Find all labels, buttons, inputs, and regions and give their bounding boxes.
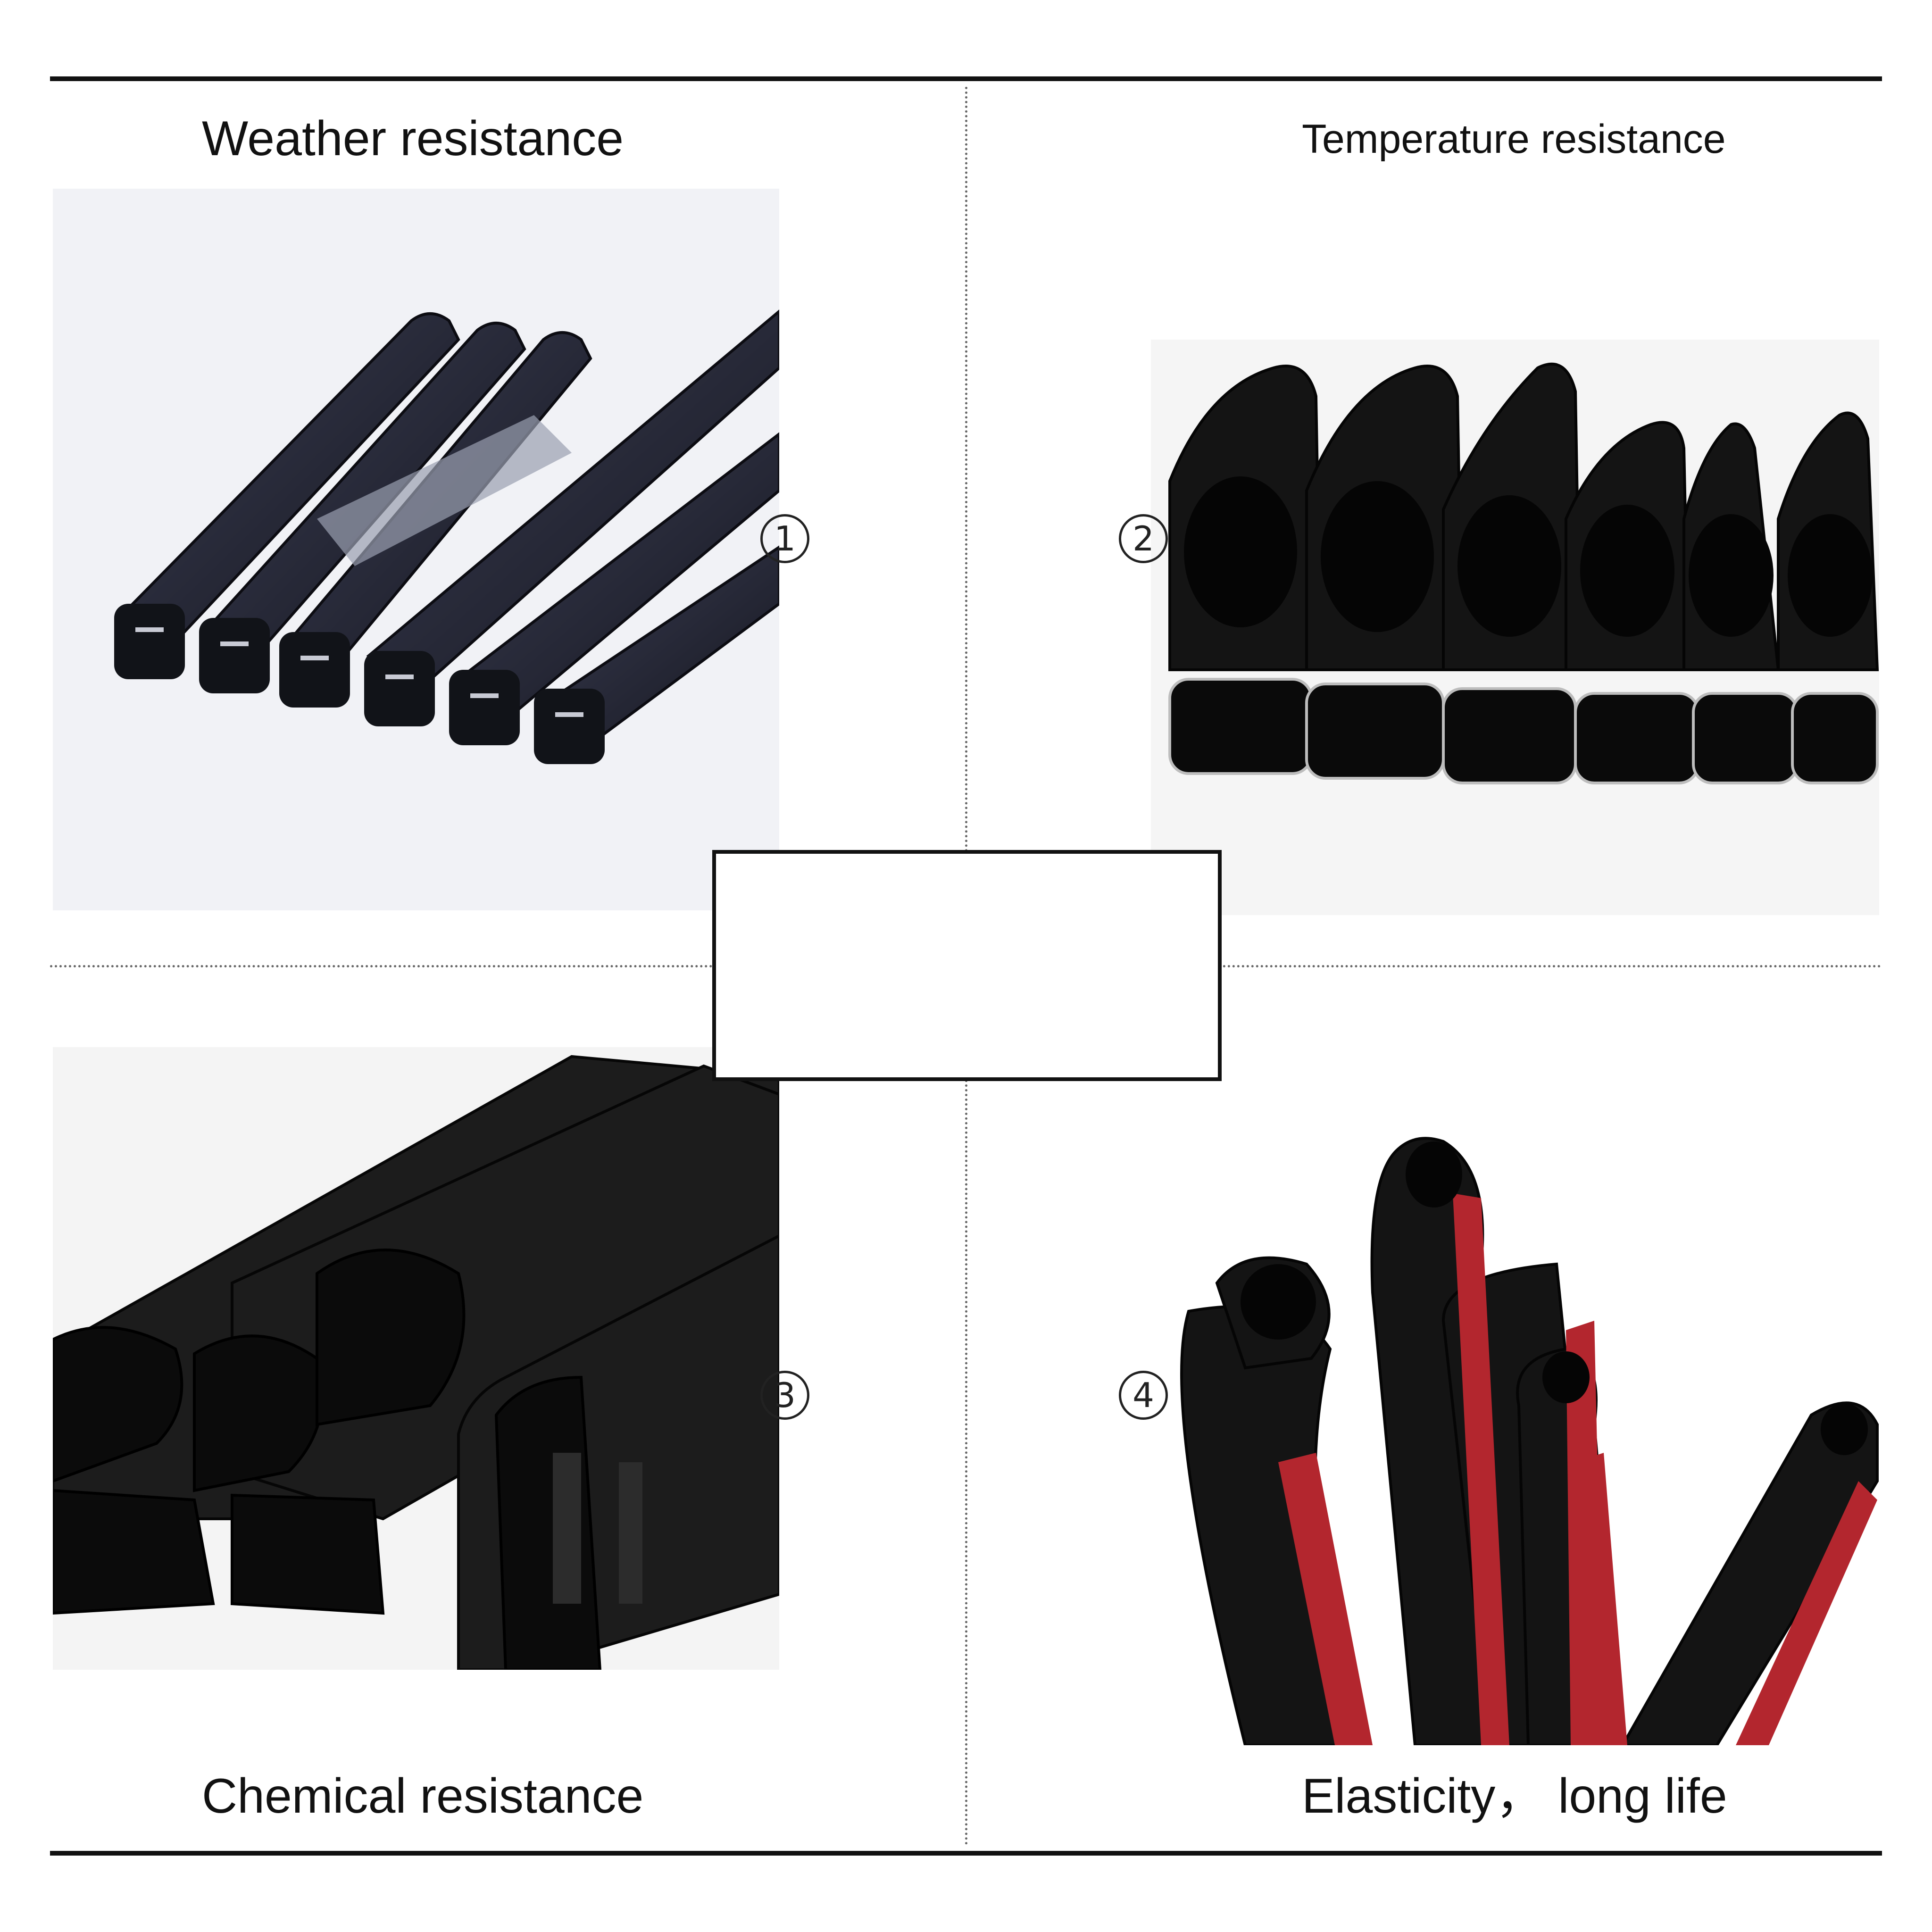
bulb-seal-illustration bbox=[1168, 362, 1879, 784]
section-title-temperature: Temperature resistance bbox=[1302, 117, 1726, 162]
bottom-rule bbox=[50, 1851, 1882, 1856]
u-channel-edge-trim-image bbox=[53, 189, 779, 910]
rubber-profile-illustration bbox=[53, 1055, 779, 1670]
marker-1: 1 bbox=[760, 514, 809, 563]
edge-trim-illustration bbox=[114, 309, 779, 764]
marker-4: 4 bbox=[1119, 1371, 1168, 1420]
center-empty-box bbox=[712, 850, 1222, 1081]
section-title-chemical: Chemical resistance bbox=[202, 1769, 644, 1824]
rubber-profile-seals-image bbox=[53, 1047, 779, 1670]
adhesive-seal-illustration bbox=[1180, 1137, 1879, 1745]
bulb-seal-trim-image bbox=[1151, 340, 1879, 915]
marker-3: 3 bbox=[760, 1371, 809, 1420]
section-title-elasticity: Elasticity， long life bbox=[1302, 1769, 1727, 1824]
adhesive-backed-seals-image bbox=[1151, 1123, 1879, 1745]
marker-2: 2 bbox=[1119, 514, 1168, 563]
top-rule bbox=[50, 76, 1882, 81]
section-title-weather: Weather resistance bbox=[202, 111, 624, 166]
